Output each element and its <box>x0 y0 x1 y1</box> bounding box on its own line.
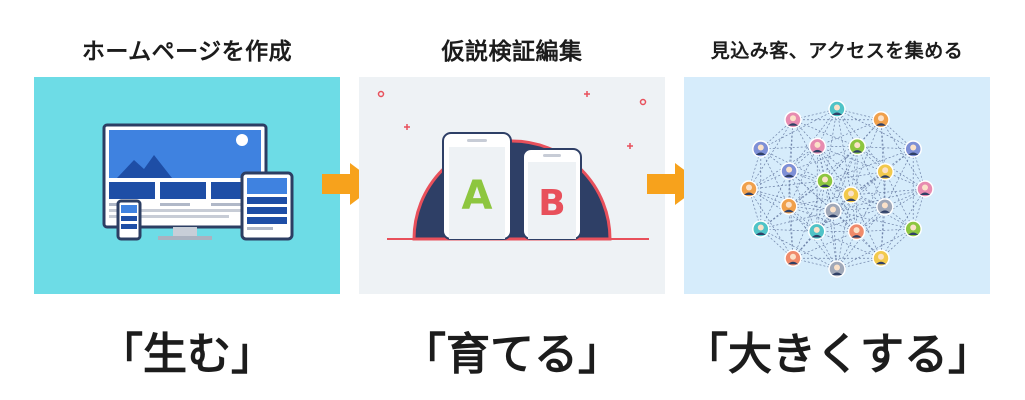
person-avatar-icon <box>872 249 890 268</box>
person-avatar-icon <box>752 140 770 158</box>
person-avatar-icon <box>816 172 834 190</box>
person-avatar-icon <box>808 222 826 241</box>
person-avatar-icon <box>780 197 798 216</box>
person-avatar-icon <box>848 137 866 156</box>
variant-a-label: A <box>462 173 493 219</box>
step-create-homepage: ホームページを作成 <box>34 0 340 400</box>
step-heading: ホームページを作成 <box>81 39 293 65</box>
network-illustration <box>684 77 990 294</box>
responsive-devices-illustration <box>34 77 340 294</box>
smartphone-icon <box>116 199 142 241</box>
person-avatar-icon <box>784 249 802 268</box>
variant-b-label: B <box>538 183 565 224</box>
person-avatar-icon <box>847 222 866 241</box>
devices-illustration <box>34 77 340 294</box>
person-avatar-icon <box>828 260 846 278</box>
step-gather-prospects: 見込み客、アクセスを集める 「大きくする」 <box>684 0 992 400</box>
step-caption: 「生む」 <box>99 329 275 380</box>
person-avatar-icon <box>876 198 894 216</box>
person-avatar-icon <box>780 162 798 180</box>
variant-b-phone-icon: B <box>522 148 582 240</box>
person-avatar-icon <box>784 110 802 129</box>
person-avatar-icon <box>916 180 934 198</box>
ab-test-illustration: A B <box>359 77 665 294</box>
person-avatar-icon <box>752 220 770 238</box>
step-caption: 「大きくする」 <box>684 329 992 380</box>
person-avatar-icon <box>876 162 894 181</box>
person-avatar-icon <box>828 100 846 118</box>
person-avatar-icon <box>808 137 827 156</box>
variant-a-phone-icon: A <box>442 132 512 240</box>
step-heading: 見込み客、アクセスを集める <box>710 40 964 62</box>
person-avatar-icon <box>872 110 890 129</box>
tablet-icon <box>240 171 294 241</box>
step-hypothesis-testing: 仮説検証編集 A <box>359 0 665 400</box>
person-avatar-icon <box>904 140 922 158</box>
person-avatar-icon <box>842 186 860 204</box>
person-avatar-icon <box>904 220 922 238</box>
people-network-icon <box>684 77 990 294</box>
step-heading: 仮説検証編集 <box>441 39 583 65</box>
person-avatar-icon <box>740 180 758 198</box>
person-avatar-icon <box>824 202 842 220</box>
step-caption: 「育てる」 <box>402 329 622 380</box>
